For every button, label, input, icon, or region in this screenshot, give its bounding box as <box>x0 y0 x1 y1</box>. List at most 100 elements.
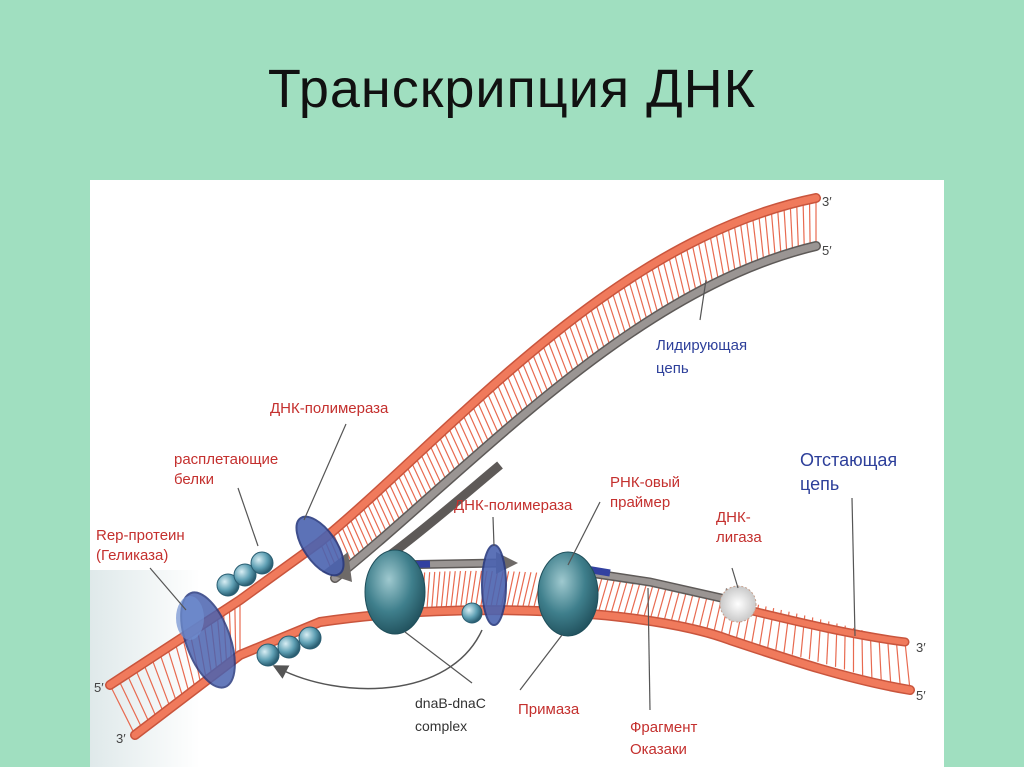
base-pair-rung <box>600 298 617 344</box>
end-label-top-5: 5′ <box>822 243 832 258</box>
base-pair-rung <box>596 578 609 616</box>
base-pair-rung <box>589 306 606 351</box>
dna-ligase <box>719 585 757 623</box>
base-pair-rung <box>505 373 525 415</box>
template-strand-upper-fill <box>106 194 820 689</box>
base-pair-rung <box>611 290 627 337</box>
base-pair-rung <box>770 209 776 258</box>
base-pair-rung <box>126 673 151 724</box>
base-pair-rung <box>405 464 425 503</box>
base-pair-rung <box>109 684 136 736</box>
base-pair-rung <box>541 343 560 387</box>
base-pair-rung <box>234 603 237 658</box>
end-label-left-3: 3′ <box>116 731 126 746</box>
base-pair-rung <box>685 245 698 293</box>
base-pair-rung <box>679 248 692 297</box>
base-pair-rung <box>454 570 462 612</box>
base-pair-rung <box>449 571 456 612</box>
ssb-ball <box>216 573 240 597</box>
base-pair-rung <box>117 678 143 730</box>
base-pair-rung <box>378 489 397 527</box>
base-pair-rung <box>662 258 676 306</box>
end-label-top-3: 3′ <box>822 194 832 209</box>
ssb-ball <box>250 551 274 575</box>
base-pair-rung <box>348 516 366 554</box>
base-pair-rung <box>174 641 190 693</box>
base-pair-rung <box>435 571 441 613</box>
base-pair-rung <box>336 527 353 565</box>
label-rna-primer-2: праймер <box>610 494 670 511</box>
base-pair-rung <box>622 283 638 329</box>
base-pair-rung <box>609 580 622 618</box>
base-pair-rung <box>401 468 420 507</box>
base-pair-rung <box>739 220 748 269</box>
base-pair-rung <box>783 205 788 255</box>
base-pair-rung <box>505 571 515 610</box>
label-unwinding-proteins-2: белки <box>174 471 214 488</box>
label-lagging-strand-1: Отстающая <box>800 450 897 470</box>
label-okazaki-2: Оказаки <box>630 741 687 758</box>
base-pair-rung <box>531 351 550 395</box>
base-pair-rung <box>709 233 720 282</box>
base-pair-rung <box>370 497 388 535</box>
base-pair-rung <box>485 390 505 432</box>
base-pair-rung <box>374 493 393 531</box>
label-dna-polymerase-top: ДНК-полимераза <box>270 400 389 417</box>
base-pair-rung <box>433 439 453 478</box>
base-pair-rung <box>605 294 622 340</box>
base-pair-rung <box>557 330 575 375</box>
base-pair-rung <box>423 447 443 486</box>
end-label-bottom-5: 5′ <box>916 688 926 703</box>
base-pair-rung <box>536 347 555 391</box>
slide-title: Транскрипция ДНК <box>267 59 757 119</box>
helicase-movement-arrow <box>272 629 483 690</box>
base-pair-rung <box>464 570 472 611</box>
base-pair-rung <box>904 641 911 691</box>
base-pair-rung <box>445 571 451 612</box>
base-pair-rung <box>466 408 486 449</box>
base-pair-rung <box>410 460 429 499</box>
label-lagging-strand-2: цепь <box>800 474 839 494</box>
end-label-bottom-3: 3′ <box>916 640 926 655</box>
dna-polymerase-lagging-body <box>364 549 426 635</box>
base-pair-rung <box>567 322 586 367</box>
primase-enzyme <box>537 551 599 637</box>
label-dna-ligase-2: лигаза <box>716 529 762 546</box>
base-pair-rung <box>526 356 545 399</box>
base-pair-rung <box>150 656 171 708</box>
base-pair-rung <box>476 399 495 440</box>
ssb-ball <box>461 602 483 624</box>
base-pair-rung <box>396 473 415 511</box>
base-pair-rung <box>551 334 570 379</box>
replication-fork-diagram: Лидирующая цепь Отстающая цепь ДНК-полим… <box>90 180 944 767</box>
base-pair-rung <box>562 326 580 371</box>
base-pair-rung <box>158 651 178 703</box>
base-pair-rung <box>594 302 612 348</box>
base-pair-rung <box>656 261 670 309</box>
end-label-left-5: 5′ <box>94 680 104 695</box>
base-pair-rung <box>603 579 615 617</box>
base-pair-rung <box>426 572 431 614</box>
ssb-ball <box>298 626 322 650</box>
base-pair-rung <box>134 667 158 719</box>
base-pair-rung <box>745 218 754 267</box>
leading-direction-arrow <box>387 461 503 559</box>
base-pair-rung <box>721 228 731 277</box>
leader-lines <box>149 279 856 711</box>
base-pair-rung <box>365 501 384 539</box>
base-pair-rung <box>361 505 380 542</box>
base-pair-rung <box>428 443 448 482</box>
base-pair-rung <box>510 571 521 610</box>
base-pair-rung <box>578 314 596 359</box>
base-pair-rung <box>383 485 402 523</box>
base-pair-rung <box>461 412 481 453</box>
base-pair-rung <box>142 662 165 713</box>
base-pair-rung <box>615 581 628 618</box>
label-leading-strand-2: цепь <box>656 360 689 377</box>
base-pair-rung <box>392 477 411 515</box>
base-pair-rung <box>481 395 500 436</box>
base-pair-rung <box>758 213 765 263</box>
base-pair-rung <box>447 426 467 466</box>
base-pair-rung <box>583 310 601 355</box>
base-pair-rung <box>181 636 196 689</box>
